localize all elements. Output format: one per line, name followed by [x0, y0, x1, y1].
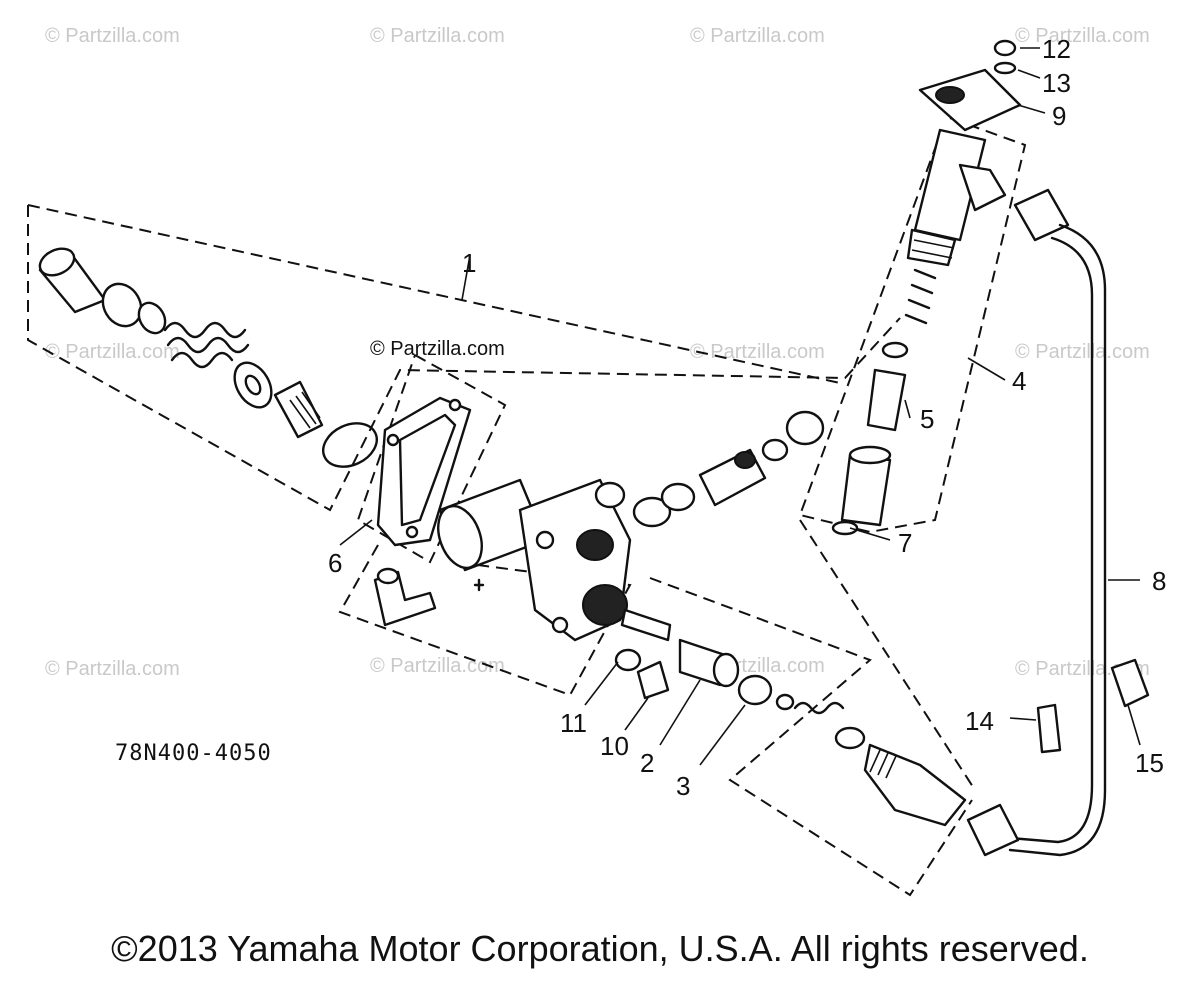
watermark: © Partzilla.com: [45, 658, 180, 680]
group-outline-4: [798, 117, 1027, 534]
leader-lines: [339, 47, 1141, 766]
watermark: © Partzilla.com: [370, 25, 505, 47]
callout-3: 3: [676, 771, 690, 801]
watermark: © Partzilla.com: [45, 25, 180, 47]
callout-15: 15: [1135, 748, 1164, 778]
callout-10: 10: [600, 731, 629, 761]
injector-assembly: [831, 68, 1022, 536]
check-valve-parts: [632, 410, 825, 528]
relief-valve-parts: [38, 247, 378, 468]
watermark: © Partzilla.com: [370, 338, 505, 360]
callout-12: 12: [1042, 34, 1071, 64]
callout-labels: 1 2 3 4 5 6 7 8 9 10 11 12 13 14 15: [328, 34, 1166, 801]
pump-body: [437, 478, 632, 642]
callout-13: 13: [1042, 68, 1071, 98]
callout-2: 2: [640, 748, 654, 778]
group-outline-3: [649, 519, 976, 897]
callout-14: 14: [965, 706, 994, 736]
elbow-fitting: [373, 567, 437, 627]
diagram-code: 78N400-4050: [115, 741, 272, 766]
callout-5: 5: [920, 404, 934, 434]
callout-9: 9: [1052, 101, 1066, 131]
callout-4: 4: [1012, 366, 1026, 396]
watermark: © Partzilla.com: [1015, 341, 1150, 363]
callout-6: 6: [328, 548, 342, 578]
callout-8: 8: [1152, 566, 1166, 596]
lower-parts: [614, 608, 967, 827]
watermark: © Partzilla.com: [690, 341, 825, 363]
watermark: © Partzilla.com: [1015, 25, 1150, 47]
copyright-notice: ©2013 Yamaha Motor Corporation, U.S.A. A…: [111, 928, 1089, 969]
watermark: © Partzilla.com: [370, 655, 505, 677]
callout-7: 7: [898, 528, 912, 558]
fuel-line: [966, 188, 1107, 857]
callout-11: 11: [560, 708, 587, 738]
gasket-part: [376, 396, 472, 547]
watermark: © Partzilla.com: [45, 341, 180, 363]
watermark: © Partzilla.com: [690, 25, 825, 47]
group-outline-1: [27, 204, 901, 512]
callout-1: 1: [462, 248, 476, 278]
small-parts: [993, 39, 1150, 754]
